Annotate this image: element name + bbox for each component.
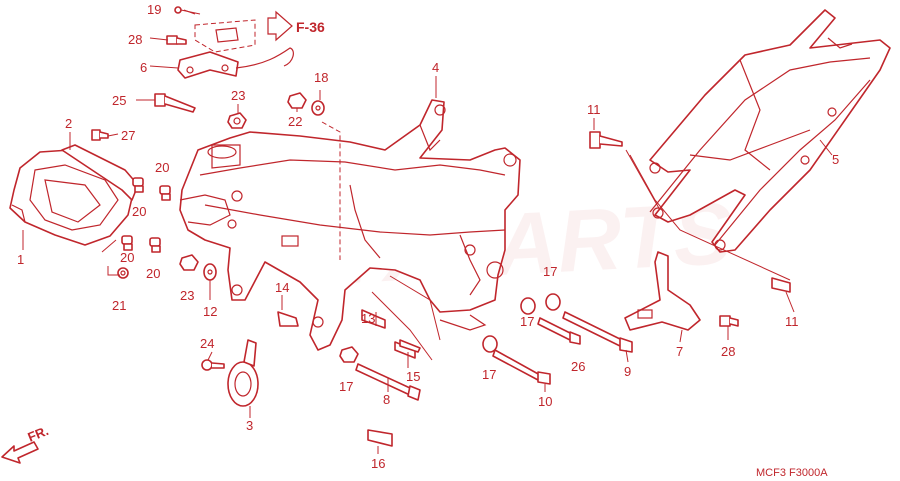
callout-27: 27 — [121, 128, 135, 143]
callout-11-lower: 11 — [785, 314, 799, 329]
callout-10: 10 — [538, 394, 552, 409]
callout-24: 24 — [200, 336, 214, 351]
callout-28-upper: 28 — [128, 32, 142, 47]
callout-20-d: 20 — [146, 266, 160, 281]
f36-reference: F-36 — [194, 10, 325, 53]
callout-3: 3 — [246, 418, 253, 433]
callout-20-a: 20 — [155, 160, 169, 175]
callout-7: 7 — [676, 344, 683, 359]
horn — [227, 339, 259, 407]
callout-12: 12 — [203, 304, 217, 319]
side-cover — [9, 144, 139, 246]
callout-14: 14 — [275, 280, 289, 295]
leader-lines — [22, 9, 833, 454]
callout-28-lower: 28 — [721, 344, 735, 359]
stay — [624, 251, 701, 331]
bracket — [177, 47, 294, 79]
callout-13: 13 — [361, 311, 375, 326]
callout-23-upper: 23 — [231, 88, 245, 103]
main-frame — [179, 99, 521, 351]
callout-17-d: 17 — [543, 264, 557, 279]
callout-26: 26 — [571, 359, 585, 374]
callout-11-upper: 11 — [587, 102, 601, 117]
callout-6: 6 — [140, 60, 147, 75]
callout-25: 25 — [112, 93, 126, 108]
callout-17-a: 17 — [339, 379, 353, 394]
callout-18: 18 — [314, 70, 328, 85]
diagram-code: MCF3 F3000A — [756, 467, 828, 479]
callout-5: 5 — [832, 152, 839, 167]
ref-f36-label: F-36 — [296, 19, 325, 35]
callout-4: 4 — [432, 60, 439, 75]
rear-subframe — [649, 9, 891, 253]
front-arrow: FR. — [1, 423, 51, 464]
callout-17-b: 17 — [482, 367, 496, 382]
front-label: FR. — [26, 423, 51, 445]
callout-labels: 1 2 3 4 5 6 7 8 9 10 11 11 12 13 14 15 1… — [17, 2, 839, 471]
callout-9: 9 — [624, 364, 631, 379]
callout-20-b: 20 — [132, 204, 146, 219]
callout-8: 8 — [383, 392, 390, 407]
callout-1: 1 — [17, 252, 24, 267]
fasteners — [91, 6, 791, 447]
callout-2: 2 — [65, 116, 72, 131]
callout-23-lower: 23 — [180, 288, 194, 303]
callout-15: 15 — [406, 369, 420, 384]
callout-19: 19 — [147, 2, 161, 17]
callout-20-c: 20 — [120, 250, 134, 265]
callout-17-c: 17 — [520, 314, 534, 329]
callout-22: 22 — [288, 114, 302, 129]
callout-16: 16 — [371, 456, 385, 471]
callout-21: 21 — [112, 298, 126, 313]
